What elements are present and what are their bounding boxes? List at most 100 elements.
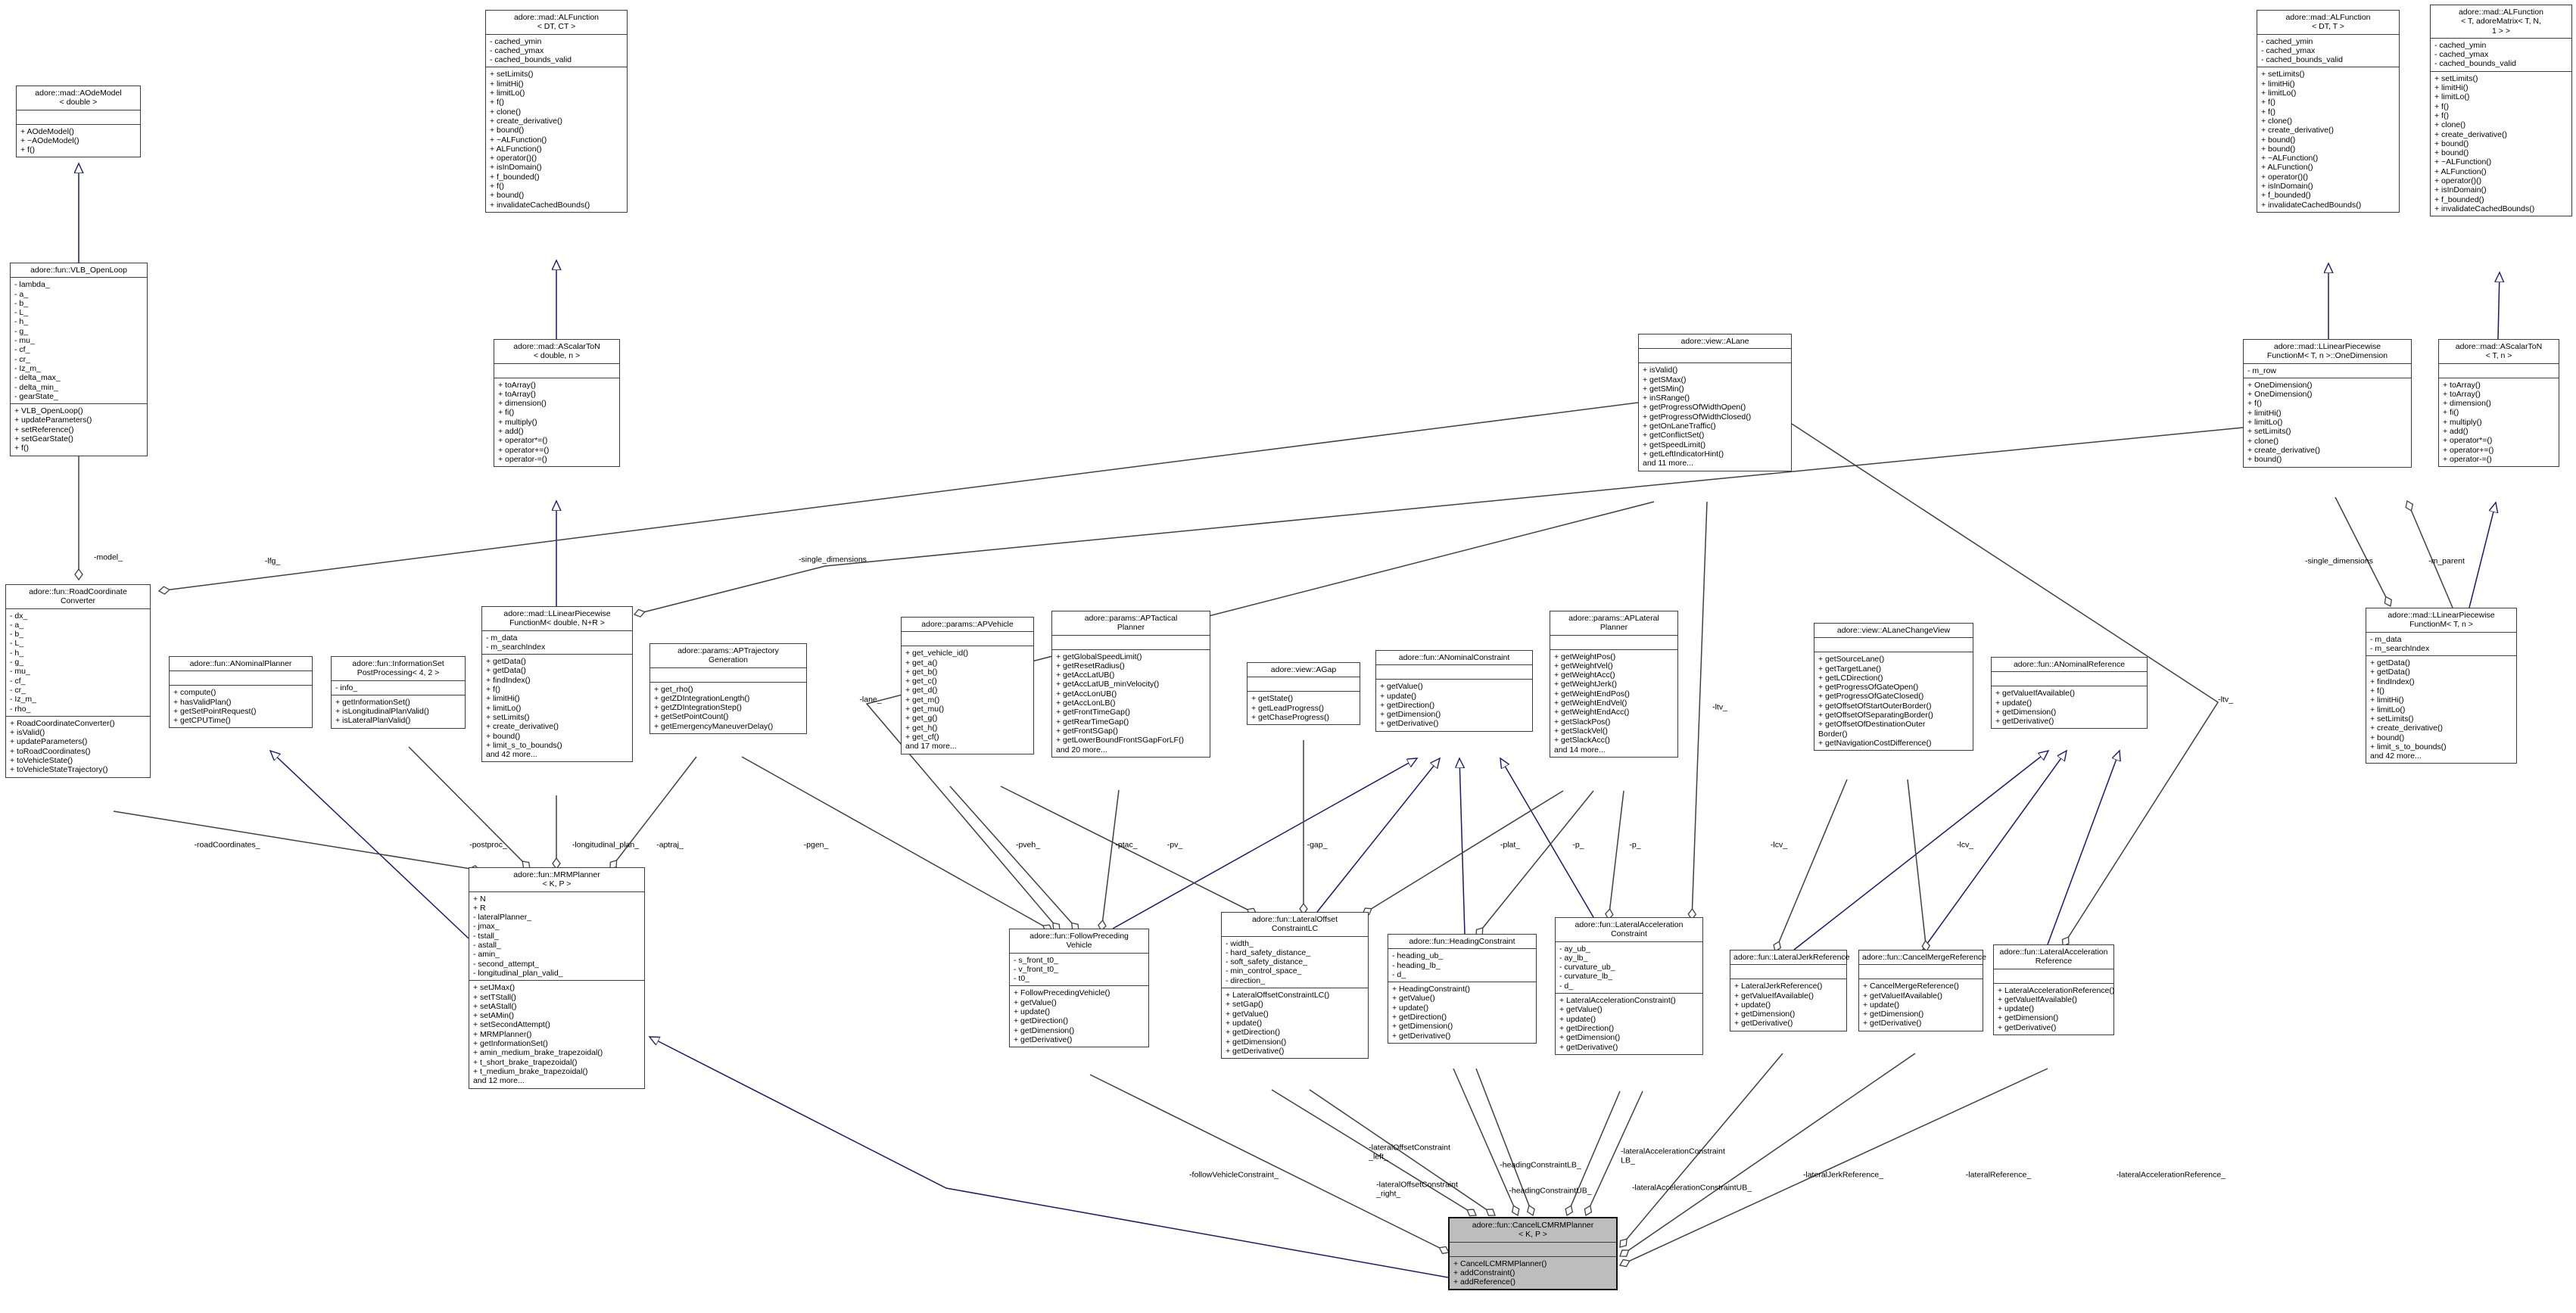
method: + getSMin()	[1643, 384, 1684, 394]
edge-label: -single_dimensions	[799, 555, 867, 565]
class-attributes: - s_front_t0_- v_front_t0_- t0_	[1010, 954, 1148, 987]
method: + operator*=()	[498, 436, 548, 446]
method: + getDimension()	[1559, 1033, 1621, 1043]
method: + setJMax()	[473, 983, 516, 993]
aggregation-edge-lane_	[865, 501, 1655, 931]
attribute: - g_	[14, 326, 29, 336]
aggregation-edge-p_	[1476, 790, 1594, 936]
class-informationsetpostprocessing: adore::fun::InformationSet PostProcessin…	[331, 656, 466, 729]
attribute: - h_	[10, 648, 24, 658]
method: + getDerivative()	[1226, 1046, 1285, 1056]
method: + ~ALFunction()	[2261, 154, 2319, 163]
method: + getWeightVel()	[1554, 661, 1613, 671]
method: + getInformationSet()	[473, 1039, 548, 1049]
attribute: - lambda_	[14, 280, 50, 290]
class-attributes	[1376, 665, 1532, 680]
method: + getDerivative()	[1392, 1031, 1451, 1041]
attribute: - tstall_	[473, 931, 499, 941]
class-aptrajectorygeneration: adore::params::APTrajectory Generation+ …	[649, 643, 807, 735]
method: + setTStall()	[473, 992, 516, 1002]
method: + clone()	[2247, 436, 2279, 446]
method: + getOffsetOfDestinationOuter	[1818, 720, 1926, 730]
attribute: - Iz_m_	[14, 363, 42, 373]
method: + getRearTimeGap()	[1056, 717, 1129, 727]
attribute: - gearState_	[14, 391, 58, 401]
inheritance-edge	[2469, 502, 2496, 608]
class-title: adore::fun::VLB_OpenLoop	[11, 263, 147, 278]
method: + getChaseProgress()	[1251, 712, 1330, 722]
class-title: adore::params::APLateral Planner	[1550, 611, 1677, 636]
class-attributes: + N+ R- lateralPlanner_- jmax_- tstall_-…	[469, 892, 644, 982]
class-methods: + getGlobalSpeedLimit()+ getResetRadius(…	[1052, 650, 1210, 757]
class-lateralaccelerationconstraint: adore::fun::LateralAcceleration Constrai…	[1555, 917, 1703, 1055]
attribute: - cf_	[10, 676, 26, 686]
method: + getDirection()	[1392, 1013, 1447, 1022]
edge-label: -lateralAccelerationConstraint LB_	[1621, 1147, 1725, 1165]
class-cancellcmrmplanner: adore::fun::CancelLCMRMPlanner < K, P >+…	[1448, 1217, 1618, 1291]
method: + create_derivative()	[486, 722, 559, 732]
method: + getSlackPos()	[1554, 717, 1611, 727]
aggregation-edge-ptac_	[1101, 789, 1120, 931]
method: + getSlackAcc()	[1554, 736, 1610, 745]
attribute: - dx_	[10, 611, 28, 621]
class-methods: + getInformationSet()+ isLongitudinalPla…	[332, 695, 465, 728]
method: + operator()()	[490, 154, 537, 163]
method: + getValueIfAvailable()	[1863, 991, 1942, 1000]
class-agap: adore::view::AGap+ getState()+ getLeadPr…	[1247, 662, 1360, 726]
method: + addConstraint()	[1453, 1268, 1515, 1277]
class-anominalreference: adore::fun::ANominalReference+ getValueI…	[1991, 657, 2148, 730]
method: + getOffsetOfStartOuterBorder()	[1818, 701, 1932, 711]
attribute: - curvature_ub_	[1559, 963, 1615, 972]
method: + operator()()	[2434, 176, 2482, 186]
method: + ~ALFunction()	[490, 135, 547, 145]
method: + setLimits()	[2434, 73, 2478, 83]
method: + clone()	[490, 107, 522, 117]
method: + LateralJerkReference()	[1734, 982, 1823, 991]
attribute: - width_	[1226, 938, 1254, 948]
attribute: - cached_bounds_valid	[2434, 59, 2516, 69]
class-ascalarton-t-n: adore::mad::AScalarToN < T, n >+ toArray…	[2438, 339, 2559, 468]
class-title: adore::mad::LLinearPiecewise FunctionM< …	[482, 607, 632, 631]
method: + limit_s_to_bounds()	[2370, 742, 2447, 751]
method: + getSetPointRequest()	[173, 706, 257, 716]
class-attributes: - lambda_- a_- b_- L_- h_- g_- mu_- cf_-…	[11, 278, 147, 405]
attribute: - rho_	[10, 704, 31, 714]
edge-label: -pv_	[1167, 840, 1183, 850]
class-alfunction-dt-ct: adore::mad::ALFunction < DT, CT >- cache…	[485, 10, 628, 213]
method: + getDerivative()	[1559, 1042, 1618, 1052]
attribute: - heading_lb_	[1392, 960, 1441, 970]
method: + findIndex()	[486, 675, 531, 685]
aggregation-edge-pv_	[1000, 786, 1257, 914]
class-methods: + AOdeModel()+ ~AOdeModel()+ f()	[17, 125, 140, 157]
method: + isValid()	[1643, 366, 1678, 375]
method: + getAccLonLB()	[1056, 699, 1116, 708]
class-methods: + getState()+ getLeadProgress()+ getChas…	[1248, 692, 1360, 724]
method: + t_short_brake_trapezoidal()	[473, 1057, 578, 1067]
method: + getAccLatUB_minVelocity()	[1056, 680, 1160, 689]
inheritance-edge	[649, 1037, 1449, 1278]
aggregation-edge-roadCoordinates_	[113, 811, 480, 870]
class-roadcoordinateconverter: adore::fun::RoadCoordinate Converter- dx…	[5, 584, 151, 778]
class-aptacticalplanner: adore::params::APTactical Planner+ getGl…	[1051, 611, 1210, 758]
inheritance-edge	[1500, 758, 1594, 918]
attribute: - cr_	[10, 685, 26, 695]
method: + getDimension()	[1392, 1022, 1453, 1031]
method: + limitLo()	[2370, 705, 2406, 714]
edge-label: -headingConstraintLB_	[1500, 1160, 1581, 1170]
method: + getDerivative()	[1734, 1019, 1793, 1028]
method: + isLateralPlanValid()	[335, 716, 411, 726]
method: + getLeadProgress()	[1251, 703, 1325, 713]
method: + limitLo()	[2261, 89, 2297, 98]
method: + getValueIfAvailable()	[1734, 991, 1814, 1000]
method: + create_derivative()	[490, 116, 563, 126]
edge-label: -lfg_	[264, 556, 281, 566]
class-methods: + toArray()+ toArray()+ dimension()+ fi(…	[2439, 378, 2559, 467]
edge-label: -gap_	[1307, 840, 1328, 850]
aggregation-edge-followVehicleConstraint_	[1089, 1074, 1449, 1252]
method: and 11 more...	[1643, 459, 1693, 468]
method: + f_bounded()	[2434, 194, 2484, 204]
method: + limitLo()	[486, 703, 522, 713]
method: + toArray()	[2443, 380, 2481, 390]
method: + getValue()	[1380, 682, 1423, 692]
attribute: - soft_safety_distance_	[1226, 957, 1307, 967]
